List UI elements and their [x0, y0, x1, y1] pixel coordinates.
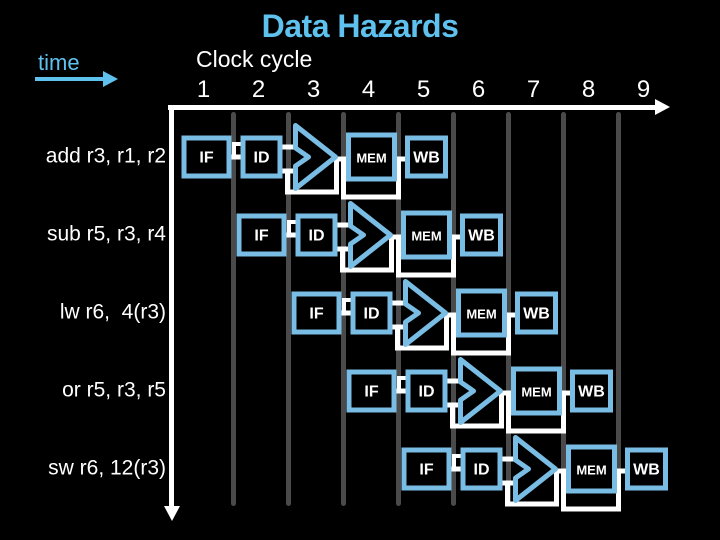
stage-label: IF: [309, 306, 323, 323]
stage-box-wb: [460, 213, 503, 257]
alu-shape: [403, 279, 448, 347]
cycle-gridline: [286, 112, 291, 506]
instruction-label: sw r6, 12(r3): [48, 456, 166, 480]
wire: [450, 393, 504, 429]
instruction-label: or r5, r3, r5: [62, 378, 166, 402]
cycle-gridline: [396, 112, 401, 506]
time-axis-label: time: [38, 50, 80, 75]
stage-box-wb: [625, 447, 668, 491]
slide-title: Data Hazards: [261, 8, 459, 44]
wire: [285, 159, 339, 195]
stage-label: WB: [633, 462, 660, 479]
clock-axis-line: [168, 105, 658, 110]
stage-label: IF: [254, 228, 268, 245]
cycle-gridline: [616, 112, 621, 506]
stage-label: IF: [364, 384, 378, 401]
alu-shape: [293, 123, 338, 191]
wire: [341, 159, 401, 200]
pipeline-row: IF ID MEM WB: [236, 201, 503, 278]
stage-label: WB: [413, 150, 440, 167]
cycle-number: 4: [361, 76, 376, 103]
stage-box-id: [405, 369, 448, 413]
stage-box-if: [346, 369, 397, 413]
alu-shape: [458, 357, 503, 425]
alu-shape: [513, 435, 558, 503]
stage-box-mem: [511, 366, 562, 416]
cycle-number: 1: [196, 76, 211, 103]
stage-label: WB: [523, 306, 550, 323]
stage-box-wb: [570, 369, 613, 413]
stage-label: MEM: [521, 385, 551, 400]
stage-box-id: [295, 213, 338, 257]
stage-label: ID: [474, 462, 490, 479]
pipeline-row: IF ID MEM WB: [291, 279, 558, 356]
stage-box-if: [181, 135, 232, 179]
stage-label: ID: [419, 384, 435, 401]
alu-shape: [348, 201, 393, 269]
stage-box-wb: [405, 135, 448, 179]
cycle-gridline: [561, 112, 566, 506]
stage-box-mem: [456, 288, 507, 338]
wire: [561, 471, 621, 512]
cycle-gridline: [451, 112, 456, 506]
stage-label: IF: [419, 462, 433, 479]
clock-cycle-label: Clock cycle: [196, 46, 313, 72]
stage-label: WB: [578, 384, 605, 401]
wire: [505, 471, 559, 507]
cycle-number: 6: [471, 76, 486, 103]
stage-box-id: [350, 291, 393, 335]
stage-box-wb: [515, 291, 558, 335]
stage-box-id: [240, 135, 283, 179]
wire: [506, 393, 566, 434]
stage-label: MEM: [576, 463, 606, 478]
time-axis-arrowhead-icon: [164, 506, 180, 521]
instruction-label: sub r5, r3, r4: [46, 222, 166, 246]
cycle-gridline: [506, 112, 511, 506]
time-axis-line: [169, 105, 174, 507]
cycle-number: 2: [251, 76, 266, 103]
stage-box-mem: [346, 132, 397, 182]
stage-label: MEM: [411, 229, 441, 244]
time-arrow-icon-head: [103, 71, 118, 87]
instruction-label: lw r6, 4(r3): [59, 300, 166, 324]
stage-label: ID: [309, 228, 325, 245]
stage-label: MEM: [356, 151, 386, 166]
pipeline-row: IF ID MEM WB: [401, 435, 668, 512]
instruction-label: add r3, r1, r2: [45, 144, 166, 168]
wire: [340, 237, 394, 273]
cycle-number: 3: [306, 76, 321, 103]
wire: [451, 315, 511, 356]
pipeline-row: IF ID MEM WB: [181, 123, 448, 200]
stage-label: MEM: [466, 307, 496, 322]
time-arrow-icon: [35, 77, 104, 81]
stage-box-id: [460, 447, 503, 491]
wire: [396, 237, 456, 278]
wire: [395, 315, 449, 351]
stage-label: ID: [364, 306, 380, 323]
cycle-number: 7: [526, 76, 541, 103]
stage-label: ID: [254, 150, 270, 167]
stage-box-mem: [566, 444, 617, 494]
stage-label: WB: [468, 228, 495, 245]
stage-box-if: [401, 447, 452, 491]
stage-box-if: [236, 213, 287, 257]
cycle-number: 9: [636, 76, 651, 103]
clock-axis-arrowhead-icon: [655, 99, 670, 115]
pipeline-row: IF ID MEM WB: [346, 357, 613, 434]
stage-box-if: [291, 291, 342, 335]
cycle-number: 8: [581, 76, 596, 103]
stage-box-mem: [401, 210, 452, 260]
cycle-gridline: [231, 112, 236, 506]
cycle-number: 5: [416, 76, 431, 103]
stage-label: IF: [199, 150, 213, 167]
